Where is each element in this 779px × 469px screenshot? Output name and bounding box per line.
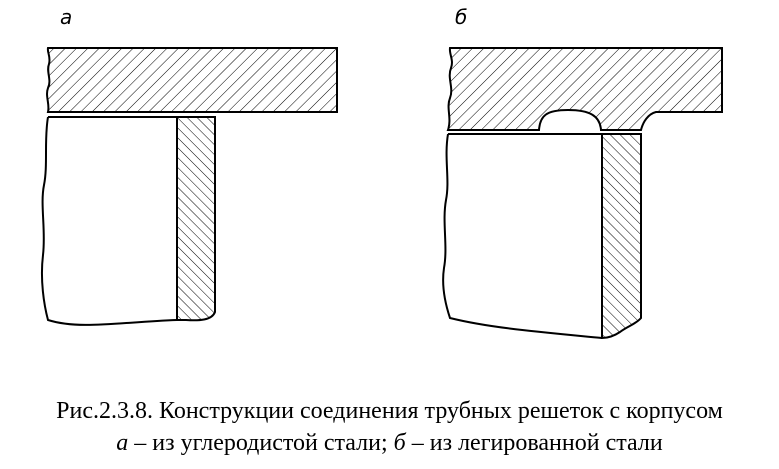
panel-a-label: а	[60, 5, 72, 29]
interior-outline-a	[40, 116, 178, 326]
tube-sheet-a	[46, 47, 338, 113]
caption-b-marker: б	[393, 430, 406, 456]
panel-b-label: б	[455, 5, 467, 29]
caption-a-marker: а	[116, 430, 129, 456]
figure-caption-line2: а – из углеродистой стали; б – из легиро…	[0, 428, 779, 458]
panel-b	[442, 47, 723, 340]
shell-wall-b	[601, 133, 642, 340]
figure-caption-line1: Рис.2.3.8. Конструкции соединения трубны…	[56, 398, 723, 424]
shell-wall-a	[176, 116, 216, 322]
caption-a-text: – из углеродистой стали;	[128, 430, 394, 456]
interior-outline-b	[442, 133, 603, 339]
caption-b-text: – из легированной стали	[405, 430, 663, 456]
panel-a	[40, 47, 338, 326]
tube-sheet-b	[446, 47, 723, 131]
